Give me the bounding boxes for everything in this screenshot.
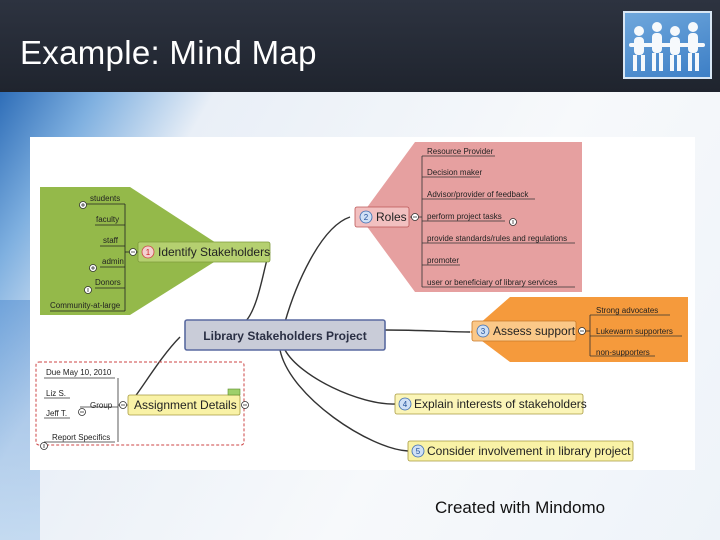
b2-child-resource: Resource Provider <box>427 147 494 156</box>
b1-child-community: Community-at-large <box>50 301 121 310</box>
branch-2-area <box>360 142 582 292</box>
assignment-due: Due May 10, 2010 <box>46 368 112 377</box>
b2-child-perform: perform project tasks <box>427 212 502 221</box>
slide-title: Example: Mind Map <box>20 34 317 71</box>
branch-3-lines <box>580 314 682 357</box>
credit-text: Created with Mindomo <box>435 498 606 517</box>
collapse-minus-icon[interactable] <box>578 327 586 335</box>
collapse-minus-icon[interactable] <box>78 408 86 416</box>
branch-1-number: 1 <box>146 248 151 257</box>
b3-child-lukewarm: Lukewarm supporters <box>596 327 673 336</box>
assignment-specifics: Report Specifics <box>52 433 110 442</box>
branch-1-lines <box>50 203 138 312</box>
info-icon[interactable] <box>40 442 48 450</box>
collapse-minus-icon[interactable] <box>119 401 127 409</box>
root-node[interactable]: Library Stakeholders Project <box>184 319 386 351</box>
branch-2-lines <box>410 155 575 288</box>
branch-2-number: 2 <box>364 213 369 222</box>
people-logo-icon <box>623 11 712 79</box>
b2-child-promoter: promoter <box>427 256 459 265</box>
branch-4-number: 4 <box>403 400 408 409</box>
expand-plus-icon[interactable] <box>79 201 87 209</box>
expand-plus-icon[interactable] <box>89 264 97 272</box>
assignment-node[interactable]: Assignment Details <box>127 388 241 416</box>
assignment-label: Assignment Details <box>134 398 237 412</box>
branch-2-node[interactable]: 2 Roles <box>354 206 410 228</box>
collapse-minus-icon[interactable] <box>411 213 419 221</box>
collapse-minus-icon[interactable] <box>129 248 137 256</box>
b1-child-faculty: faculty <box>96 215 119 224</box>
b2-child-decision: Decision maker <box>427 168 482 177</box>
branch-3-number: 3 <box>481 327 486 336</box>
collapse-minus-icon[interactable] <box>241 401 249 409</box>
b1-child-staff: staff <box>103 236 119 245</box>
branch-3-node[interactable]: 3 Assess support <box>471 320 577 342</box>
b1-child-donors: Donors <box>95 278 121 287</box>
branch-3-label: Assess support <box>493 324 576 338</box>
note-tab-icon <box>227 388 241 396</box>
b2-child-standards: provide standards/rules and regulations <box>427 234 567 243</box>
assignment-lines <box>44 377 128 443</box>
branch-4-node[interactable]: 4 Explain interests of stakeholders <box>394 393 587 415</box>
branch-5-node[interactable]: 5 Consider involvement in library projec… <box>407 440 634 462</box>
branch-5-number: 5 <box>416 447 421 456</box>
b2-child-advisor: Advisor/provider of feedback <box>427 190 529 199</box>
b2-child-user: user or beneficiary of library services <box>427 278 557 287</box>
branch-2-label: Roles <box>376 210 407 224</box>
info-icon[interactable] <box>509 218 517 226</box>
b1-child-students: students <box>90 194 120 203</box>
assignment-member-1: Liz S. <box>46 389 66 398</box>
root-label: Library Stakeholders Project <box>203 329 366 343</box>
info-icon[interactable] <box>84 286 92 294</box>
branch-1-node[interactable]: 1 Identify Stakeholders <box>137 241 271 263</box>
mindmap-svg: students faculty staff admin Donors Comm… <box>35 142 688 462</box>
branch-1-label: Identify Stakeholders <box>158 245 270 259</box>
branch-4-label: Explain interests of stakeholders <box>414 397 587 411</box>
b3-child-non: non-supporters <box>596 348 650 357</box>
b1-child-admin: admin <box>102 257 124 266</box>
branch-5-label: Consider involvement in library project <box>427 444 631 458</box>
assignment-group: Group <box>90 401 113 410</box>
b3-child-strong: Strong advocates <box>596 306 658 315</box>
slide-header: Example: Mind Map <box>0 0 720 92</box>
assignment-member-2: Jeff T. <box>46 409 67 418</box>
mindmap-canvas: students faculty staff admin Donors Comm… <box>30 137 695 470</box>
